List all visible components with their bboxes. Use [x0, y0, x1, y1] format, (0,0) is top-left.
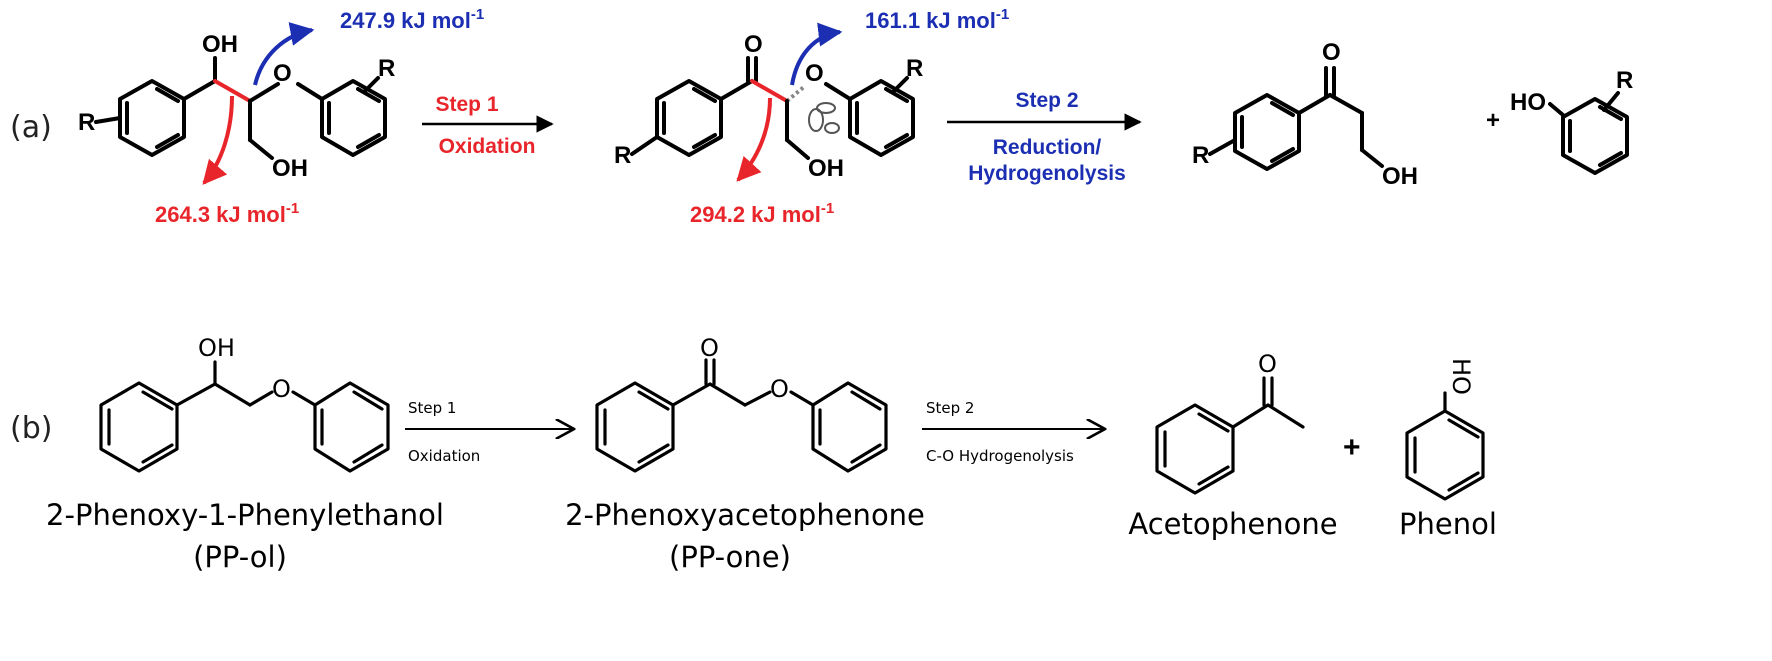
compound-abbreviation: (PP-ol) [193, 540, 287, 574]
product2-a-structure: HO R [1510, 67, 1633, 175]
benzene-ring [1155, 403, 1235, 495]
r-substituent: R [78, 109, 95, 136]
benzene-ring [595, 381, 675, 473]
intermediate-a-structure: R O O OH R [614, 31, 923, 182]
step1-subtitle: Oxidation [408, 447, 480, 465]
red-curved-arrow [202, 95, 234, 185]
product1-b-structure: O [1155, 350, 1305, 495]
c-alpha-c-beta-bond [213, 79, 252, 103]
plus-sign: + [1486, 107, 1500, 134]
hydroxyl-label: HO [1447, 358, 1475, 395]
reactant-b-structure: OH O [99, 334, 390, 473]
hydroxyl-label: OH [1382, 163, 1418, 190]
benzene-ring [118, 79, 186, 157]
plus-sign: + [1343, 431, 1361, 464]
c-alpha-c-beta-bond [750, 79, 789, 103]
intermediate-b-structure: O O [595, 334, 888, 473]
compound-name: Phenol [1399, 507, 1497, 541]
hydroxyl-label: OH [198, 334, 235, 362]
hydroxyl-label: OH [202, 31, 238, 58]
panel-a: (a) R OH O OH R [10, 6, 1633, 227]
panel-a-label: (a) [10, 110, 52, 145]
carbonyl-oxygen: O [744, 31, 763, 58]
panel-b: (b) OH O 2-Phenoxy-1-Phenylethanol (PP-o… [10, 334, 1497, 574]
step2-title: Step 2 [1015, 89, 1078, 112]
ether-oxygen: O [272, 375, 291, 403]
product2-b-structure: HO [1405, 358, 1485, 501]
r-substituent: R [614, 142, 631, 169]
blue-curved-arrow [253, 22, 315, 86]
bde-red-1: 264.3 kJ mol-1 [155, 200, 299, 227]
carbonyl-oxygen: O [700, 334, 719, 362]
reactant-a-structure: R OH O OH R [78, 31, 395, 182]
hydroxyl-label: OH [272, 155, 308, 182]
ether-oxygen: O [273, 60, 292, 87]
red-curved-arrow [736, 97, 772, 182]
r-substituent: R [1192, 142, 1209, 169]
benzene-ring [320, 79, 387, 157]
ether-oxygen: O [805, 60, 824, 87]
step2-subtitle: C-O Hydrogenolysis [926, 447, 1074, 465]
benzene-ring [99, 381, 179, 473]
bde-blue-1: 247.9 kJ mol-1 [340, 6, 484, 33]
carbonyl-oxygen: O [1322, 39, 1341, 66]
panel-b-label: (b) [10, 411, 52, 446]
step1-title: Step 1 [435, 93, 498, 116]
benzene-ring [811, 381, 888, 473]
step2-line2: Hydrogenolysis [968, 162, 1126, 185]
step2-line1: Reduction/ [993, 136, 1102, 159]
ether-oxygen: O [770, 375, 789, 403]
benzene-ring [655, 79, 723, 157]
benzene-ring [1233, 93, 1301, 171]
bde-blue-2: 161.1 kJ mol-1 [865, 6, 1009, 33]
bde-red-2: 294.2 kJ mol-1 [690, 200, 834, 227]
compound-name: 2-Phenoxyacetophenone [565, 498, 925, 532]
r-substituent: R [1616, 67, 1633, 94]
hydroxyl-label: OH [808, 155, 844, 182]
compound-abbreviation: (PP-one) [669, 540, 791, 574]
product1-a-structure: R O OH [1192, 39, 1418, 190]
r-substituent: R [906, 55, 923, 82]
step1-title: Step 1 [408, 399, 456, 417]
r-substituent: R [378, 55, 395, 82]
step2-title: Step 2 [926, 399, 974, 417]
compound-name: 2-Phenoxy-1-Phenylethanol [46, 498, 444, 532]
blue-curved-arrow [790, 22, 843, 86]
compound-name: Acetophenone [1128, 507, 1337, 541]
benzene-ring [848, 79, 915, 157]
benzene-ring [1561, 97, 1629, 175]
carbonyl-oxygen: O [1258, 350, 1277, 378]
benzene-ring [313, 381, 390, 473]
hydroxyl-label: HO [1510, 89, 1546, 116]
benzene-ring [1405, 409, 1485, 501]
step1-subtitle: Oxidation [439, 135, 536, 158]
